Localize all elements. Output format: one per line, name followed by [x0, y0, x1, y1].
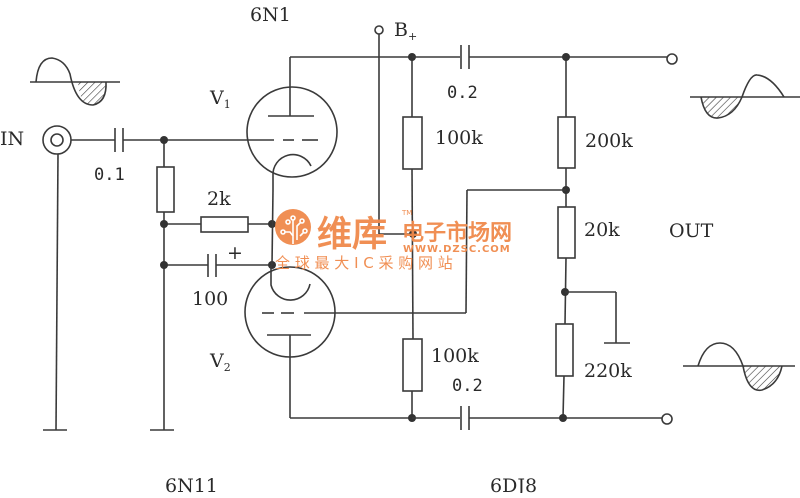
cathode-capacitor-100 [207, 254, 217, 277]
tube-right-type-label: 6DJ8 [490, 475, 537, 493]
tube-top-type-label: 6N1 [250, 4, 291, 26]
v2-label: V2 [209, 350, 231, 374]
output-terminal-bottom[interactable] [661, 413, 673, 425]
junction [160, 220, 168, 228]
junction [562, 53, 570, 61]
r-div-mid-value: 20k [584, 219, 620, 241]
junction [559, 414, 567, 422]
watermark-logo-icon [275, 209, 311, 245]
watermark: 维库 TM 电子市场网 WWW.DZSC.COM 全 球 最 大 I C 采 购… [275, 209, 512, 272]
c-k-value: 100 [192, 288, 228, 310]
wire [465, 189, 468, 314]
cathode-resistor-2k [200, 216, 249, 233]
input-jack [42, 125, 72, 155]
divider-resistor-220k [555, 323, 574, 377]
output-capacitor-top [460, 45, 470, 69]
input-capacitor [114, 128, 124, 152]
divider-resistor-20k [557, 206, 576, 259]
junction [160, 136, 168, 144]
watermark-site-name: 电子市场网 [402, 220, 512, 246]
plate-resistor-top [402, 116, 423, 170]
plate-resistor-bottom [402, 338, 423, 392]
wire [55, 153, 59, 431]
r-div-top-value: 200k [585, 130, 633, 152]
output-capacitor-bottom [460, 406, 470, 430]
c-out-bottom-value: 0.2 [452, 376, 483, 396]
input-waveform [30, 57, 120, 106]
divider-resistor-200k [557, 116, 576, 169]
r-load-top-value: 100k [435, 127, 483, 149]
junction [409, 230, 417, 238]
c-out-top-value: 0.2 [447, 83, 478, 103]
b-plus-terminal [374, 25, 384, 35]
output-waveform-bottom [683, 342, 795, 392]
b-plus-label: B+ [394, 19, 417, 43]
watermark-brand: 维库 [317, 215, 387, 255]
c-k-polarity: + [227, 242, 243, 264]
c-in-value: 0.1 [94, 165, 125, 185]
junction [160, 261, 168, 269]
wire [411, 168, 414, 340]
watermark-slogan: 全 球 最 大 I C 采 购 网 站 [275, 254, 453, 272]
wire [271, 189, 274, 266]
r-div-bottom-value: 220k [584, 360, 632, 382]
tube-bottom-type-label: 6N11 [165, 475, 218, 493]
tube-v1 [246, 86, 338, 190]
v1-label: V1 [209, 87, 231, 111]
r-k-value: 2k [207, 188, 231, 210]
watermark-url: WWW.DZSC.COM [403, 244, 511, 255]
output-label: OUT [669, 220, 714, 242]
input-label: IN [0, 128, 24, 150]
output-terminal-top[interactable] [666, 53, 678, 65]
watermark-tm: TM [401, 209, 412, 217]
wire [562, 375, 565, 419]
output-waveform-top [690, 74, 800, 119]
r-load-bottom-value: 100k [431, 345, 479, 367]
grid-resistor [156, 166, 175, 213]
